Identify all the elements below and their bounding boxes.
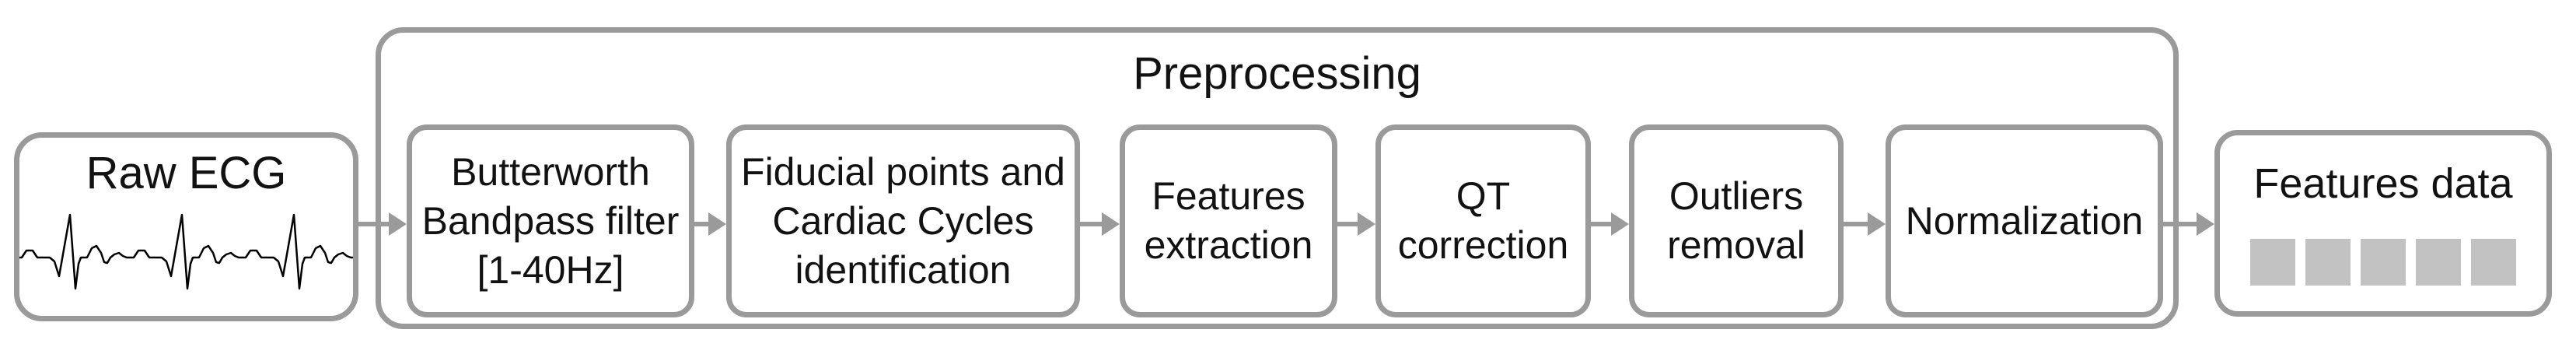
ecg-waveform-icon <box>19 213 353 290</box>
arrow-head-icon <box>2197 212 2214 236</box>
step-label-line: Normalization <box>1905 198 2144 243</box>
data-square <box>2471 239 2516 286</box>
step-label-line: QT <box>1456 174 1511 218</box>
step-label-line: Outliers <box>1669 174 1804 218</box>
raw-ecg-label: Raw ECG <box>86 148 287 198</box>
preprocessing-title: Preprocessing <box>1133 48 1421 99</box>
node-fiducial-points: Fiducial points and Cardiac Cycles ident… <box>726 124 1080 317</box>
arrow-head-icon <box>1358 212 1375 236</box>
node-outliers-removal: Outliers removal <box>1629 124 1844 317</box>
data-square <box>2305 239 2351 286</box>
flow-arrow-outliers-to-normalization <box>1844 212 1886 236</box>
arrow-head-icon <box>708 212 726 236</box>
node-normalization: Normalization <box>1886 124 2163 317</box>
data-square <box>2361 239 2406 286</box>
step-label-line: correction <box>1397 223 1569 267</box>
step-label-line: Features <box>1152 174 1305 218</box>
arrow-shaft <box>1844 222 1872 226</box>
flow-arrow-butterworth-to-fiducial <box>694 212 726 236</box>
data-square <box>2250 239 2295 286</box>
node-qt-correction: QT correction <box>1375 124 1591 317</box>
arrow-head-icon <box>389 212 407 236</box>
flow-arrow-normalization-to-output <box>2163 212 2214 236</box>
arrow-head-icon <box>1611 212 1629 236</box>
features-data-squares <box>2220 239 2546 286</box>
arrow-shaft <box>1080 222 1106 226</box>
arrow-shaft <box>358 222 393 226</box>
flow-arrow-qt-to-outliers <box>1591 212 1629 236</box>
features-data-label: Features data <box>2253 160 2513 207</box>
node-features-extraction: Features extraction <box>1120 124 1337 317</box>
step-label-line: Bandpass filter <box>421 198 680 243</box>
flow-arrow-fiducial-to-features <box>1080 212 1120 236</box>
arrow-shaft <box>1591 222 1615 226</box>
arrow-shaft <box>694 222 712 226</box>
node-butterworth-filter: Butterworth Bandpass filter [1-40Hz] <box>407 124 694 317</box>
flow-arrow-raw-to-butterworth <box>358 212 407 236</box>
arrow-shaft <box>1337 222 1361 226</box>
node-raw-ecg: Raw ECG <box>14 132 358 321</box>
arrow-head-icon <box>1102 212 1120 236</box>
flow-arrow-features-to-qt <box>1337 212 1375 236</box>
node-features-data: Features data <box>2214 130 2552 317</box>
step-label-line: [1-40Hz] <box>477 247 624 292</box>
preprocessing-group-box: Preprocessing <box>376 27 2179 329</box>
step-label-line: Cardiac Cycles <box>772 198 1034 243</box>
arrow-head-icon <box>1868 212 1886 236</box>
step-label-line: Fiducial points and <box>741 149 1065 194</box>
step-label-line: removal <box>1667 223 1805 267</box>
data-square <box>2416 239 2461 286</box>
step-label-line: extraction <box>1144 223 1313 267</box>
step-label-line: Butterworth <box>451 149 650 194</box>
arrow-shaft <box>2163 222 2200 226</box>
step-label-line: identification <box>795 247 1012 292</box>
